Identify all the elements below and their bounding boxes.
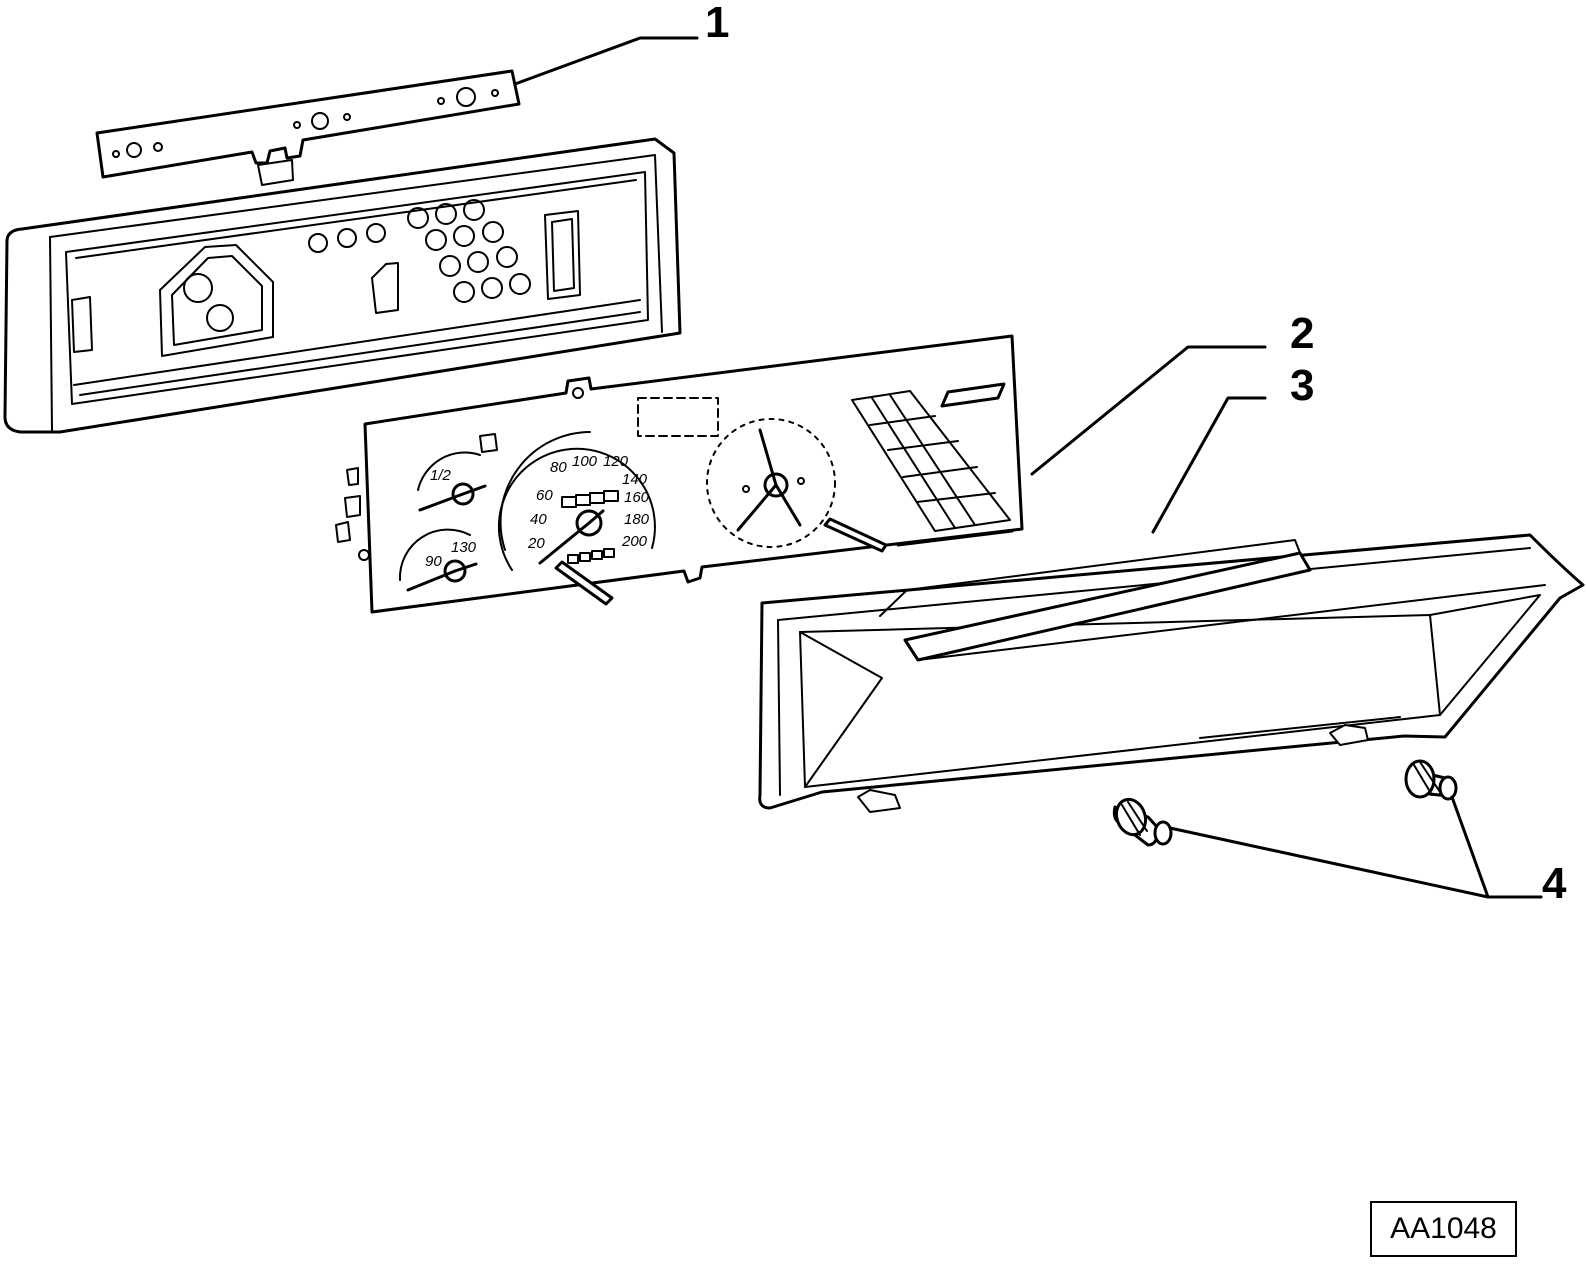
reference-code: AA1048 (1390, 1212, 1497, 1245)
callout-2: 2 (1290, 309, 1314, 358)
callout-3: 3 (1290, 361, 1314, 410)
speed-label-120: 120 (603, 453, 629, 470)
fuel-gauge: 1/2 (417, 433, 498, 512)
speed-label-160: 160 (624, 489, 650, 506)
speedometer: 20 40 60 80 100 120 140 160 180 200 (497, 431, 656, 606)
part-3-front-bezel (758, 533, 1585, 813)
callout-1: 1 (705, 0, 729, 47)
fuel-gauge-label: 1/2 (430, 467, 452, 484)
speed-label-180: 180 (624, 511, 650, 528)
knob-left (1112, 797, 1173, 847)
speed-label-40: 40 (530, 511, 547, 528)
speed-label-60: 60 (536, 487, 553, 504)
clock-gauge (706, 418, 888, 553)
knob-right (1404, 759, 1458, 801)
temperature-gauge: 90 130 (398, 528, 478, 592)
warning-light-grid (851, 382, 1011, 532)
temp-gauge-label-high: 130 (451, 539, 477, 556)
speed-label-20: 20 (527, 535, 545, 552)
speed-label-100: 100 (572, 453, 598, 470)
part-1-circuit-strip (95, 69, 521, 186)
speed-label-80: 80 (550, 459, 567, 476)
leader-lines (513, 36, 1543, 899)
temp-gauge-label-low: 90 (425, 553, 442, 570)
part-2-dial-face: 1/2 90 130 20 40 60 80 100 120 140 160 1… (335, 334, 1024, 614)
rear-housing (3, 137, 682, 434)
speed-label-140: 140 (622, 471, 648, 488)
part-4-knobs (1112, 759, 1458, 847)
speed-label-200: 200 (621, 533, 648, 550)
reference-code-box: AA1048 (1370, 1201, 1517, 1257)
callout-4: 4 (1542, 859, 1567, 908)
